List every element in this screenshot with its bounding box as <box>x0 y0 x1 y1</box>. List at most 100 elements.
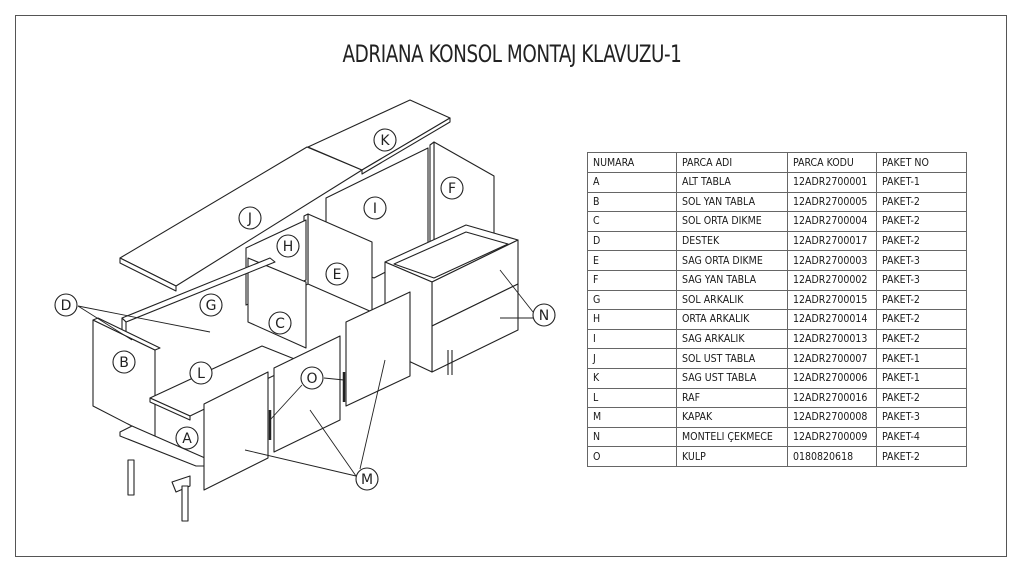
cell-package-no: PAKET-3 <box>876 250 967 271</box>
callout-circle-i <box>363 196 387 220</box>
part-m-door-3 <box>345 291 411 407</box>
cell-part-name: SAG ORTA DIKME <box>676 250 788 271</box>
cell-part-code: 12ADR2700008 <box>787 407 877 428</box>
callout-circle-d <box>54 293 78 317</box>
callout-circle-f <box>440 176 464 200</box>
cell-part-code: 12ADR2700015 <box>787 289 877 311</box>
cell-part-letter: D <box>587 230 677 252</box>
cell-part-code: 12ADR2700009 <box>787 426 877 448</box>
callout-label: L <box>197 366 205 382</box>
part-m-door-2 <box>273 335 341 453</box>
page-border <box>15 15 1007 557</box>
part-c-left-divider <box>247 257 307 349</box>
cell-part-letter: B <box>587 191 677 213</box>
callout-label: I <box>373 201 377 217</box>
table-header-row: NUMARA PARCA ADI PARCA KODU PAKET NO <box>587 152 967 173</box>
cell-part-code: 12ADR2700016 <box>787 387 877 409</box>
part-b-left-side <box>92 319 156 439</box>
page-title: ADRIANA KONSOL MONTAJ KLAVUZU-1 <box>342 40 682 68</box>
cell-part-name: KAPAK <box>676 407 788 428</box>
cell-part-letter: O <box>587 446 677 467</box>
cell-part-name: ORTA ARKALIK <box>676 309 788 330</box>
callout-label: E <box>333 267 342 283</box>
callout-label: M <box>361 472 373 488</box>
callout-label: J <box>247 211 252 227</box>
cell-part-code: 12ADR2700006 <box>787 367 877 389</box>
cell-part-letter: K <box>587 367 677 389</box>
cell-part-name: MONTELI ÇEKMECE <box>676 426 788 448</box>
callout-label: A <box>182 431 192 447</box>
callout-circle-a <box>175 426 199 450</box>
callout-label: G <box>206 298 217 314</box>
cell-part-code: 12ADR2700005 <box>787 191 877 213</box>
callout-circle-n <box>532 303 556 327</box>
callout-label: N <box>539 308 549 324</box>
callout-label: K <box>380 133 390 149</box>
cell-part-letter: H <box>587 309 677 330</box>
cell-package-no: PAKET-3 <box>876 407 967 428</box>
column-header-package-no: PAKET NO <box>876 152 967 173</box>
cell-part-name: DESTEK <box>676 230 788 252</box>
cell-package-no: PAKET-2 <box>876 309 967 330</box>
cell-part-code: 12ADR2700003 <box>787 250 877 271</box>
cell-package-no: PAKET-2 <box>876 328 967 350</box>
cell-part-name: SOL YAN TABLA <box>676 191 788 213</box>
cell-part-code: 12ADR2700013 <box>787 328 877 350</box>
callout-circle-o <box>300 366 324 390</box>
callout-circle-j <box>238 206 262 230</box>
callout-label: H <box>283 239 294 255</box>
cell-package-no: PAKET-2 <box>876 211 967 232</box>
cell-package-no: PAKET-3 <box>876 269 967 291</box>
cell-part-letter: A <box>587 172 677 193</box>
cell-package-no: PAKET-2 <box>876 387 967 409</box>
cell-part-letter: C <box>587 211 677 232</box>
cell-part-letter: E <box>587 250 677 271</box>
callout-label: D <box>61 298 72 314</box>
cell-part-letter: F <box>587 269 677 291</box>
cell-part-code: 12ADR2700017 <box>787 230 877 252</box>
cell-part-letter: L <box>587 387 677 409</box>
callout-label: F <box>448 181 456 197</box>
cell-part-name: RAF <box>676 387 788 409</box>
cell-part-name: SOL ORTA DIKME <box>676 211 788 232</box>
cell-package-no: PAKET-1 <box>876 367 967 389</box>
cell-part-letter: J <box>587 348 677 369</box>
cell-part-code: 12ADR2700007 <box>787 348 877 369</box>
cell-part-name: SAG YAN TABLA <box>676 269 788 291</box>
cell-part-letter: N <box>587 426 677 448</box>
cell-package-no: PAKET-1 <box>876 172 967 193</box>
cell-part-letter: M <box>587 407 677 428</box>
column-header-part-code: PARCA KODU <box>787 152 877 173</box>
cell-part-name: ALT TABLA <box>676 172 788 193</box>
callout-circle-e <box>325 262 349 286</box>
part-m-door-1 <box>203 371 269 491</box>
cell-package-no: PAKET-2 <box>876 230 967 252</box>
cell-part-code: 0180820618 <box>787 446 877 467</box>
cell-part-letter: I <box>587 328 677 350</box>
cell-package-no: PAKET-2 <box>876 191 967 213</box>
cell-package-no: PAKET-1 <box>876 348 967 369</box>
cell-part-name: SOL ARKALIK <box>676 289 788 311</box>
cell-package-no: PAKET-2 <box>876 446 967 467</box>
callout-circle-g <box>199 293 223 317</box>
callout-label: C <box>275 316 285 332</box>
cell-package-no: PAKET-4 <box>876 426 967 448</box>
cell-part-name: SOL UST TABLA <box>676 348 788 369</box>
callout-circle-l <box>189 361 213 385</box>
callout-label: O <box>306 371 317 387</box>
